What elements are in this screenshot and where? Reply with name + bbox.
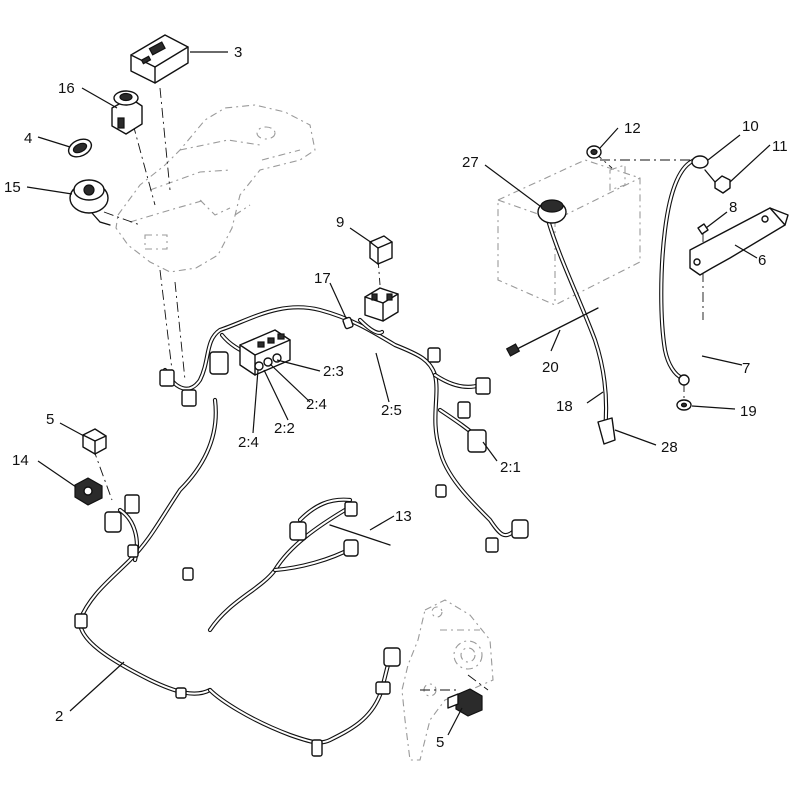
callout-13: 13	[395, 508, 412, 525]
console-panel-outline	[115, 104, 316, 273]
callout-6: 6	[758, 252, 766, 269]
callout-8: 8	[729, 199, 737, 216]
callout-2-4-a: 2:4	[306, 396, 327, 413]
part-14-switch	[74, 477, 103, 506]
part-12-nut	[586, 145, 602, 159]
callout-19: 19	[740, 403, 757, 420]
battery-outline	[497, 159, 641, 306]
part-16-switch	[111, 90, 143, 135]
connector-block-2	[239, 329, 291, 376]
callout-12: 12	[624, 120, 641, 137]
relay-socket	[364, 287, 399, 322]
callout-7: 7	[742, 360, 750, 377]
callout-11: 11	[772, 138, 788, 155]
callout-2-5: 2:5	[381, 402, 402, 419]
callout-15: 15	[4, 179, 21, 196]
callout-2-3: 2:3	[323, 363, 344, 380]
callout-17: 17	[314, 270, 331, 287]
part-4-ring	[67, 138, 93, 158]
callout-5-lower: 5	[436, 734, 444, 751]
callout-18: 18	[556, 398, 573, 415]
part-19-washer	[676, 399, 692, 411]
callout-2-4-b: 2:4	[238, 434, 259, 451]
callout-14: 14	[12, 452, 29, 469]
callout-2-1: 2:1	[500, 459, 521, 476]
part-10-terminal	[691, 155, 709, 169]
part-17-fuse	[342, 316, 354, 330]
part-18-battery-cable	[545, 217, 609, 433]
callout-labels: 3 16 4 15 12 10 11 27 8 6 9 17 20 7 2:3 …	[4, 44, 788, 751]
assembly-lines	[92, 87, 704, 691]
part-8-clip	[697, 223, 709, 235]
harness-connectors	[74, 347, 529, 757]
callout-28: 28	[661, 439, 678, 456]
part-5-sensor-lower	[447, 688, 483, 717]
part-5-sensor-upper	[82, 428, 107, 455]
part-20-cable-tie	[505, 307, 599, 357]
callout-2: 2	[55, 708, 63, 725]
callout-20: 20	[542, 359, 559, 376]
callout-4: 4	[24, 130, 32, 147]
part-11-bolt	[704, 169, 731, 194]
callout-10: 10	[742, 118, 759, 135]
callout-9: 9	[336, 214, 344, 231]
callout-5-upper: 5	[46, 411, 54, 428]
part-15-ignition	[69, 179, 111, 226]
part-9-relay	[369, 235, 393, 265]
part-6-bracket	[689, 207, 789, 276]
callout-27: 27	[462, 154, 479, 171]
callout-16: 16	[58, 80, 75, 97]
mounting-bracket-outline	[401, 599, 494, 761]
part-7-ground-cable	[659, 157, 698, 386]
callout-2-2: 2:2	[274, 420, 295, 437]
part-27-terminal-cover	[537, 199, 567, 224]
part-13-cable-tie	[329, 524, 391, 546]
leader-lines	[26, 51, 771, 736]
callout-3: 3	[234, 44, 242, 61]
part-28-terminal-cover	[597, 417, 616, 445]
part-3-display	[130, 34, 189, 84]
